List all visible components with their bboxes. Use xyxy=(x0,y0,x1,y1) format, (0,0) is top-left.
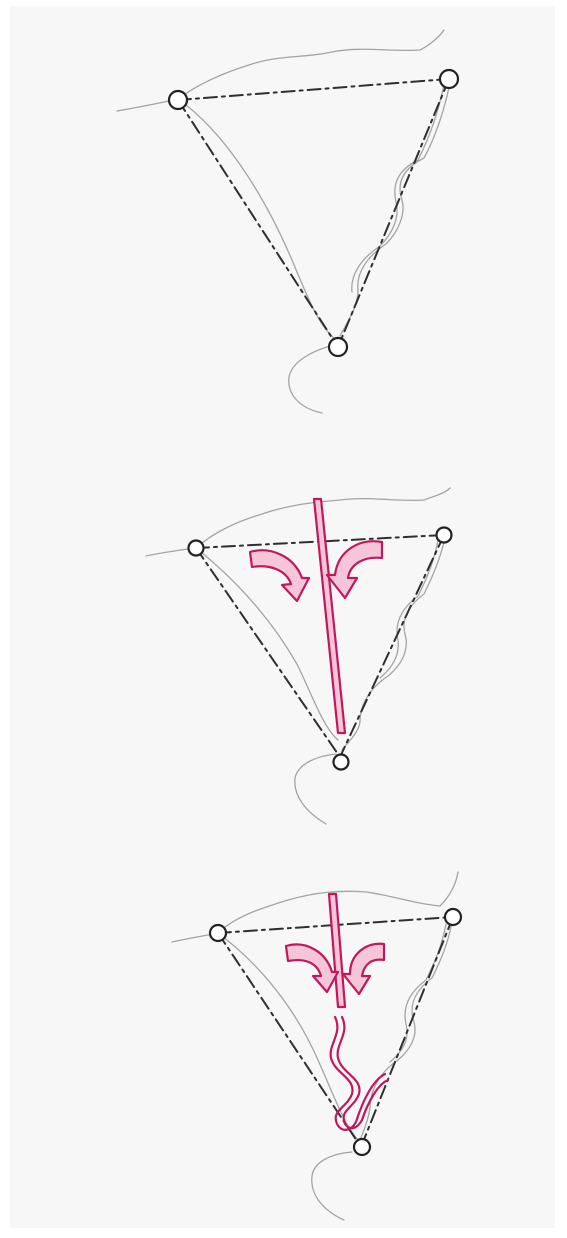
vertex-marker xyxy=(440,70,458,88)
pencil-outline xyxy=(172,872,458,1220)
inward-arrow-left xyxy=(286,944,338,992)
dashed-triangle xyxy=(178,79,449,347)
vertex-marker xyxy=(334,755,349,770)
panel-2 xyxy=(146,488,452,824)
dashed-triangle xyxy=(196,535,444,757)
vertex-marker xyxy=(329,338,347,356)
panel-3 xyxy=(172,872,461,1220)
panel-1 xyxy=(117,30,458,413)
inward-arrow-right xyxy=(327,541,382,598)
vertex-marker xyxy=(210,925,226,941)
vertical-band xyxy=(329,894,345,1007)
vertex-marker xyxy=(437,528,452,543)
inward-arrow-right xyxy=(343,944,384,994)
pencil-outline xyxy=(146,488,450,824)
inward-arrow-left xyxy=(250,550,309,601)
vertex-marker xyxy=(445,909,461,925)
vertex-marker xyxy=(189,541,204,556)
vertex-marker xyxy=(354,1139,370,1155)
vertical-band xyxy=(314,499,345,733)
vertex-marker xyxy=(169,91,187,109)
pencil-outline xyxy=(117,30,451,413)
